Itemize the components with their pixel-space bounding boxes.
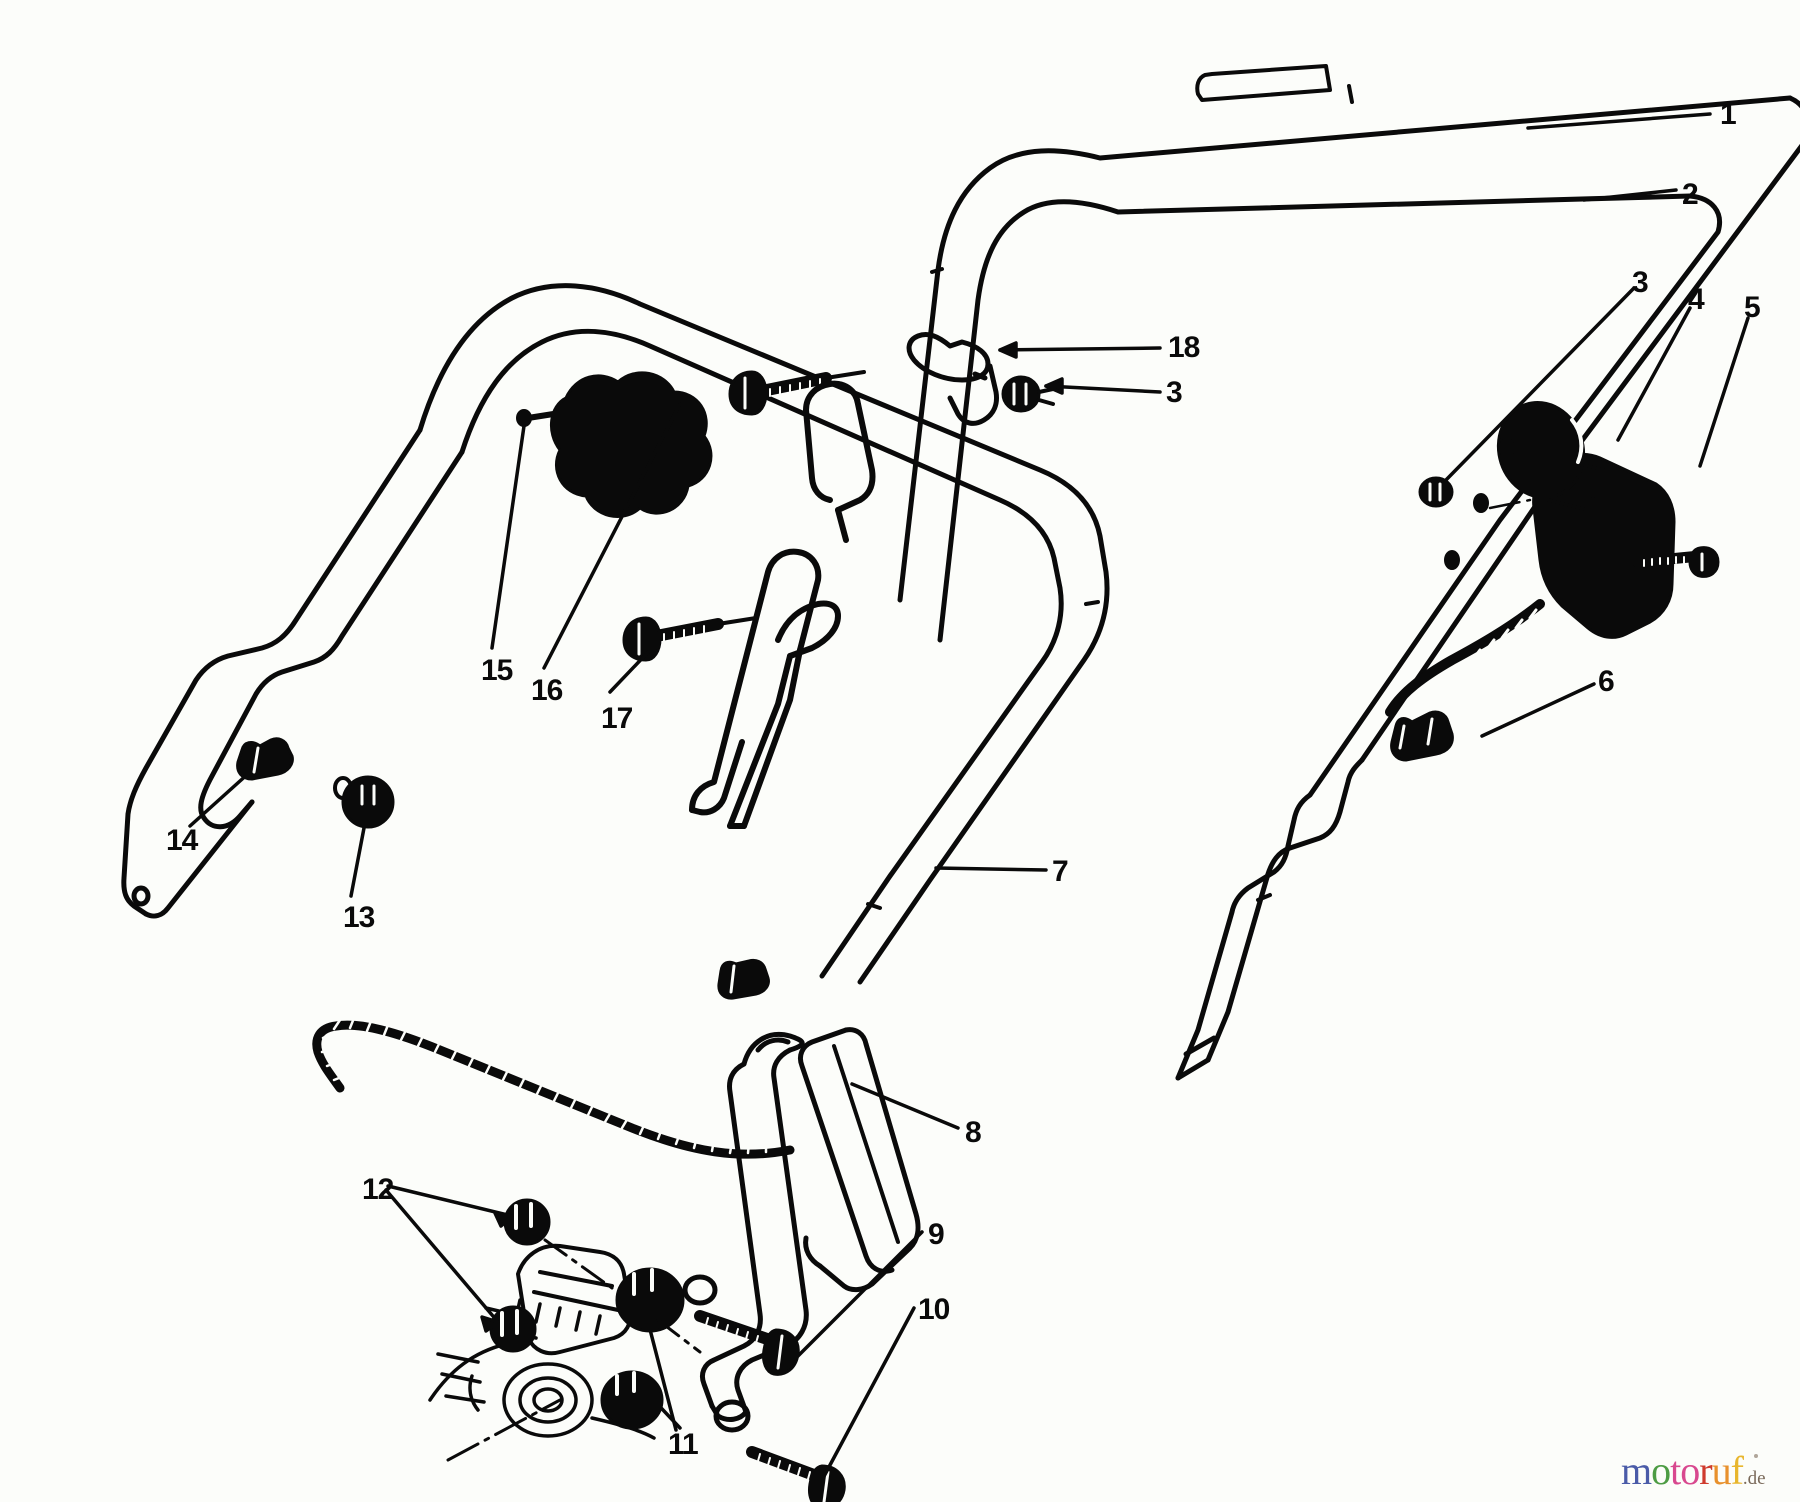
push-nut-right [1418,476,1454,508]
motoruf-watermark: motoruf.de [1621,1449,1786,1493]
control-bracket-housing [1532,453,1676,639]
lock-nut-centerline [543,1238,702,1354]
lock-nut-upper [503,1198,551,1246]
callout-label-14: 14 [166,824,198,857]
control-cable-right [1385,599,1545,762]
handle-tube-top-open-end [741,1032,805,1067]
callout-label-18: 18 [1168,331,1200,364]
star-knob [516,371,713,518]
right-lower-handle-tube [1175,757,1365,1081]
bracket-arm-strap [797,1027,921,1293]
callout-label-10: 10 [918,1293,950,1326]
watermark-letter-m: m [1621,1448,1652,1493]
cable-clip-middle [717,958,770,1000]
callout-label-13: 13 [343,901,375,934]
watermark-tld: .de [1742,1468,1766,1489]
upper-bar-grip-sleeve [1195,64,1332,102]
left-lower-handle-tube [121,427,465,919]
upper-handle-bar [897,95,1800,798]
callout-label-3-right: 3 [1632,266,1649,299]
wire-loop-retainer [906,331,999,426]
round-knob-left [341,775,395,829]
push-nut-cable [1001,375,1055,413]
bolt-eyelet-upper [682,1274,718,1306]
bolt-upper [728,370,866,416]
lock-nut-lower [489,1305,537,1353]
watermark-letter-f: f [1730,1448,1744,1493]
carriage-bolt-lower [746,1446,846,1502]
callout-label-4: 4 [1688,283,1705,316]
callout-label-17: 17 [601,702,633,735]
bracket-arm-inner-line [832,1044,900,1244]
callout-label-3-cable: 3 [1166,376,1183,409]
callout-label-8: 8 [965,1116,982,1149]
right-rod-studs [1444,438,1515,570]
control-knob-head [1496,401,1586,499]
watermark-letter-t: t [1670,1448,1681,1493]
bolt-lower [622,616,758,662]
callout-label-12: 12 [362,1173,394,1206]
watermark-letter-u: u [1711,1448,1732,1493]
callout-leader-lines [188,112,1750,1482]
callout-label-7: 7 [1052,855,1069,888]
callout-label-6: 6 [1598,665,1615,698]
watermark-letter-o2: o [1680,1448,1700,1493]
watermark-letter-r: r [1699,1448,1712,1493]
callout-label-16: 16 [531,674,563,707]
upper-bar-tick-marks [930,84,1354,274]
lower-handle-bar-main [417,283,1110,985]
callout-label-5: 5 [1744,291,1761,324]
watermark-dot [1754,1454,1758,1458]
callout-label-1: 1 [1720,98,1737,131]
deck-hub-spiral [502,1362,594,1438]
deck-centerline [446,1398,562,1462]
right-tube-notch [1256,893,1272,902]
grip-end-cap-left [236,737,294,781]
knob-nut-upper [615,1267,685,1333]
hex-bolt-right [1632,546,1720,578]
center-bracket-arm [689,548,841,829]
bracket-centerline [1488,498,1532,510]
callout-label-9: 9 [928,1218,945,1251]
callout-label-15: 15 [481,654,513,687]
carriage-bolt-upper [694,1310,800,1376]
knob-nut-lower [600,1370,664,1430]
callout-label-2: 2 [1682,178,1699,211]
flexible-cable-spring [312,1020,795,1159]
center-upright-tube [803,380,876,543]
cable-spring-coils [320,1016,768,1155]
callout-label-11: 11 [668,1428,699,1461]
watermark-letter-o1: o [1651,1448,1671,1493]
lower-bar-tick-marks [866,600,1100,910]
